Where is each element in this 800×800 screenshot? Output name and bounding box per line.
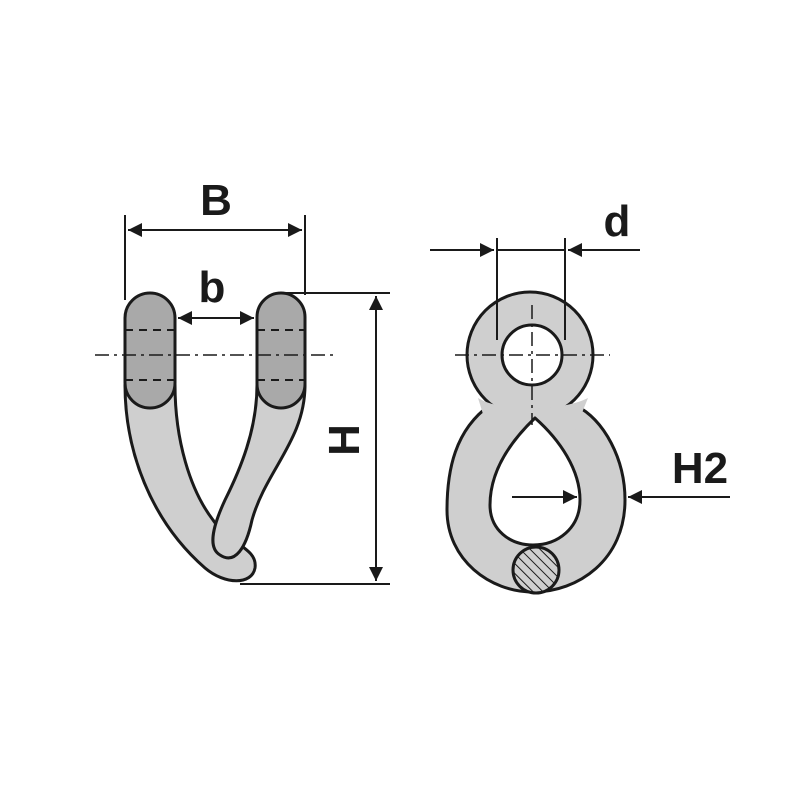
hidden-lines (125, 329, 305, 381)
dimension-B (124, 215, 306, 300)
right-end-pad (255, 291, 307, 410)
side-view: B b H (95, 176, 390, 585)
right-leg-shape (211, 383, 307, 560)
loop-joint-fill (478, 398, 588, 430)
label-H2: H2 (672, 444, 728, 493)
label-b: b (199, 263, 226, 312)
label-d: d (604, 197, 631, 246)
label-H: H (320, 424, 369, 456)
left-end-pad (123, 291, 177, 410)
lower-hole (488, 416, 582, 547)
label-B: B (200, 176, 232, 225)
front-view: d H2 (430, 197, 730, 595)
dimension-H (240, 292, 390, 585)
dimension-d (430, 238, 640, 340)
wire-cross-section (511, 545, 561, 595)
